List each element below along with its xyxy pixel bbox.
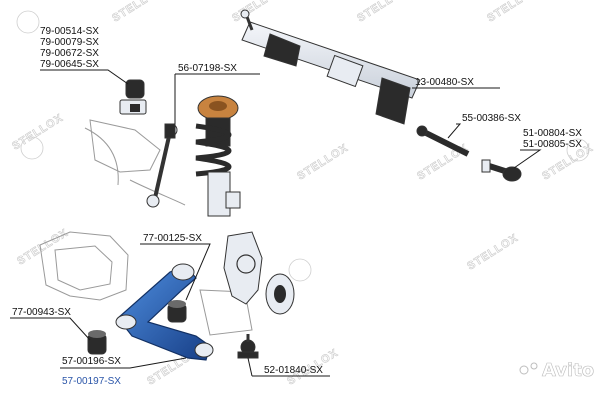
watermark-text: STELLOX (230, 0, 285, 25)
stabilizer-bushing-part (119, 79, 147, 115)
label-tie-rod-end-2: 51-00805-SX (523, 139, 582, 150)
arm-bushing-top-part (167, 300, 187, 323)
stellox-logo-icon (16, 10, 40, 34)
avito-logo-icon (519, 365, 529, 375)
label-steering-rack: 13-00480-SX (415, 77, 474, 88)
avito-text: Avito (542, 360, 594, 381)
label-arm-bushing-top: 77-00125-SX (143, 233, 202, 244)
stellox-logo-icon (288, 258, 312, 282)
label-ball-joint: 52-01840-SX (264, 365, 323, 376)
watermark-text: STELLOX (465, 232, 520, 273)
control-arm-part (115, 263, 214, 361)
watermark-text: STELLOX (355, 0, 410, 25)
strut-assembly-part (195, 95, 241, 217)
label-stab-bushing-1: 79-00514-SX (40, 26, 99, 37)
leader-lines (10, 69, 542, 377)
tie-rod-part (416, 125, 470, 157)
watermark-text: STELLOX (485, 0, 540, 25)
label-stab-bushing-2: 79-00079-SX (40, 37, 99, 48)
label-stab-bushing-3: 79-00672-SX (40, 48, 99, 59)
watermark-text: STELLOX (110, 0, 165, 25)
stabilizer-link-part (146, 123, 178, 208)
label-tie-rod-end-1: 51-00804-SX (523, 128, 582, 139)
label-tie-rod: 55-00386-SX (462, 113, 521, 124)
label-control-arm-1: 57-00196-SX (62, 356, 121, 367)
ball-joint-part (237, 334, 259, 359)
stellox-logo-icon (566, 138, 590, 162)
arm-bushing-rear-part (87, 330, 107, 355)
stellox-logo-icon (20, 136, 44, 160)
avito-badge: Avito (519, 360, 594, 381)
watermark-text: STELLOX (295, 142, 350, 183)
label-arm-bushing-rear: 77-00943-SX (12, 307, 71, 318)
steering-rack-part (240, 9, 421, 125)
label-stab-link: 56-07198-SX (178, 63, 237, 74)
label-stab-bushing-4: 79-00645-SX (40, 59, 99, 70)
watermark-text: STELLOX (10, 112, 65, 153)
part-labels: 79-00514-SX 79-00079-SX 79-00672-SX 79-0… (12, 26, 582, 387)
subframe-outline (39, 119, 253, 336)
tie-rod-end-part (481, 159, 522, 182)
label-control-arm-2: 57-00197-SX (62, 376, 121, 387)
knuckle-hub-part (223, 231, 295, 315)
